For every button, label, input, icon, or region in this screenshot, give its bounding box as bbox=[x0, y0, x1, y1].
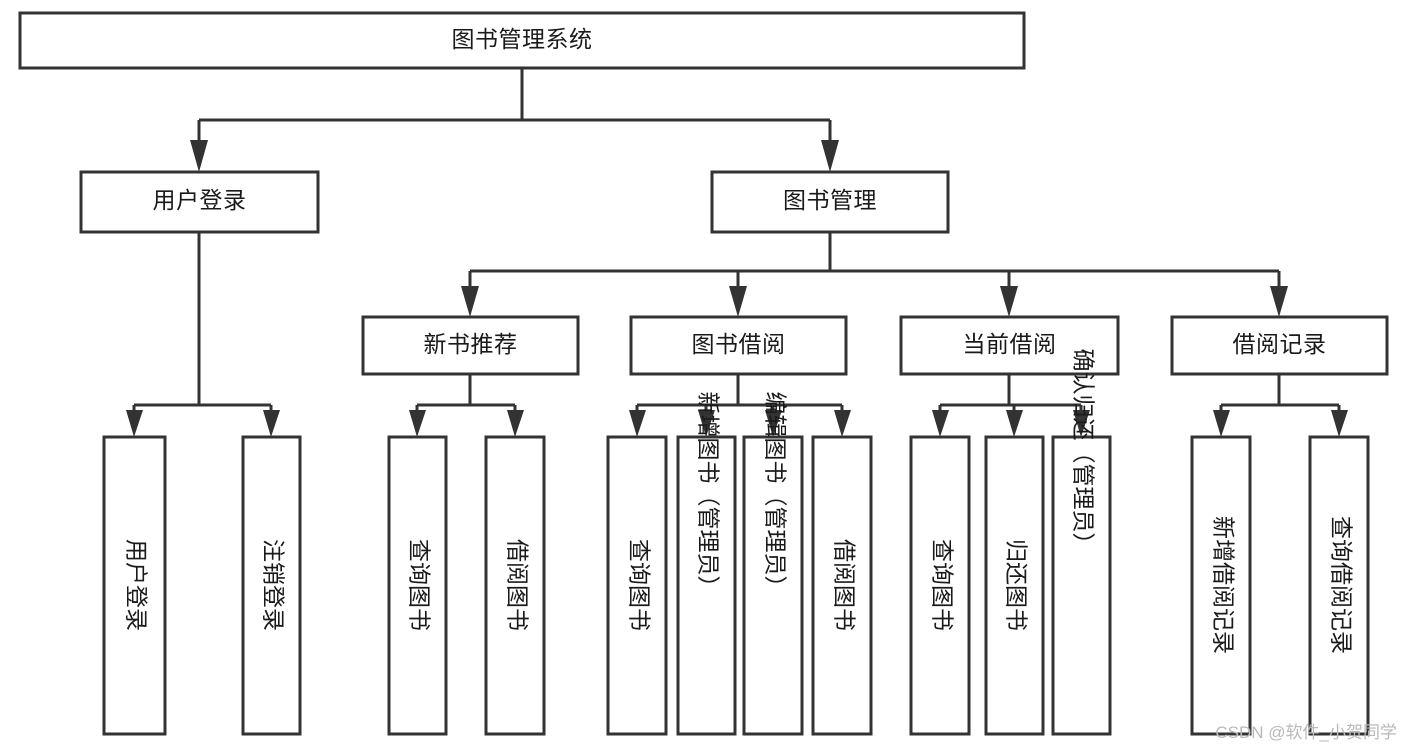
node-leaf-user-login-box[interactable] bbox=[102, 435, 167, 736]
node-new-book-recommend-box[interactable] bbox=[361, 315, 580, 376]
node-book-borrow-label: 图书借阅 bbox=[692, 331, 786, 357]
node-leaf-confirm-return-box[interactable] bbox=[1051, 435, 1112, 736]
node-leaf-borrow-book-2-label: 借阅图书 bbox=[831, 539, 857, 631]
node-leaf-edit-book[interactable]: 编辑图书（管理员） bbox=[742, 392, 804, 736]
node-leaf-query-book-1[interactable]: 查询图书 bbox=[387, 435, 448, 736]
arrowhead-user-login bbox=[190, 140, 208, 172]
arrowhead-leaf-user-login bbox=[126, 410, 143, 437]
node-borrow-record-label: 借阅记录 bbox=[1233, 331, 1327, 357]
arrowhead-leaf-query-book-2 bbox=[629, 410, 646, 437]
node-leaf-edit-book-box[interactable] bbox=[742, 435, 804, 736]
node-leaf-return-book-box[interactable] bbox=[984, 435, 1045, 736]
node-leaf-confirm-return[interactable]: 确认归还（管理员） bbox=[1051, 349, 1112, 736]
arrowhead-leaf-edit-book bbox=[765, 410, 782, 437]
node-leaf-edit-book-label: 编辑图书（管理员） bbox=[762, 392, 788, 599]
arrowhead-book-borrow bbox=[729, 286, 747, 317]
node-leaf-add-record[interactable]: 新增借阅记录 bbox=[1190, 435, 1252, 736]
node-leaf-add-book-label: 新增图书（管理员） bbox=[695, 392, 721, 599]
node-user-login-label: 用户登录 bbox=[153, 187, 247, 213]
node-leaf-add-book[interactable]: 新增图书（管理员） bbox=[676, 392, 737, 736]
arrowhead-leaf-query-book-1 bbox=[409, 410, 426, 437]
node-leaf-borrow-book-2-box[interactable] bbox=[811, 435, 873, 736]
node-leaf-user-logout-label: 注销登录 bbox=[260, 539, 286, 631]
node-leaf-user-logout-box[interactable] bbox=[241, 435, 302, 736]
node-leaf-borrow-book-1-label: 借阅图书 bbox=[504, 539, 530, 631]
arrowhead-leaf-borrow-book-2 bbox=[834, 410, 851, 437]
arrowhead-leaf-add-book bbox=[698, 410, 715, 437]
arrowhead-book-manage bbox=[821, 140, 839, 172]
node-leaf-return-book-label: 归还图书 bbox=[1003, 539, 1029, 631]
arrowhead-current-borrow bbox=[1000, 286, 1018, 317]
arrowhead-leaf-borrow-book-1 bbox=[507, 410, 524, 437]
node-book-manage[interactable]: 图书管理 bbox=[710, 170, 950, 234]
node-leaf-return-book[interactable]: 归还图书 bbox=[984, 435, 1045, 736]
leaf-nodes-layer: 用户登录 注销登录 查询图书 借阅图书 查询图书 新增图书（管理员） 编辑图书（… bbox=[102, 349, 1370, 736]
connector-layer bbox=[126, 68, 1348, 437]
node-leaf-borrow-book-1[interactable]: 借阅图书 bbox=[484, 435, 546, 736]
node-borrow-record[interactable]: 借阅记录 bbox=[1170, 315, 1389, 376]
node-leaf-confirm-return-label: 确认归还（管理员） bbox=[1070, 349, 1096, 556]
node-current-borrow-label: 当前借阅 bbox=[963, 331, 1057, 357]
node-root[interactable]: 图书管理系统 bbox=[18, 11, 1026, 70]
node-book-manage-label: 图书管理 bbox=[783, 187, 877, 213]
node-leaf-query-book-3-box[interactable] bbox=[909, 435, 971, 736]
node-leaf-user-login[interactable]: 用户登录 bbox=[102, 435, 167, 736]
node-leaf-query-record[interactable]: 查询借阅记录 bbox=[1308, 435, 1370, 736]
node-user-login-box[interactable] bbox=[79, 170, 320, 234]
arrowhead-leaf-user-logout bbox=[263, 410, 280, 437]
node-current-borrow[interactable]: 当前借阅 bbox=[899, 315, 1120, 376]
node-book-manage-box[interactable] bbox=[710, 170, 950, 234]
node-leaf-add-record-box[interactable] bbox=[1190, 435, 1252, 736]
node-leaf-query-record-box[interactable] bbox=[1308, 435, 1370, 736]
node-leaf-add-record-label: 新增借阅记录 bbox=[1210, 516, 1236, 654]
node-leaf-query-book-1-label: 查询图书 bbox=[406, 539, 432, 631]
node-root-box[interactable] bbox=[18, 11, 1026, 70]
node-leaf-query-record-label: 查询借阅记录 bbox=[1328, 516, 1354, 654]
node-leaf-query-book-2[interactable]: 查询图书 bbox=[606, 435, 668, 736]
arrowhead-leaf-add-record bbox=[1213, 410, 1230, 437]
node-new-book-recommend[interactable]: 新书推荐 bbox=[361, 315, 580, 376]
arrowhead-new-book-recommend bbox=[461, 286, 479, 317]
arrowhead-borrow-record bbox=[1270, 286, 1288, 317]
node-leaf-query-book-2-label: 查询图书 bbox=[626, 539, 652, 631]
node-leaf-query-book-1-box[interactable] bbox=[387, 435, 448, 736]
node-leaf-user-login-label: 用户登录 bbox=[123, 539, 149, 631]
node-root-label: 图书管理系统 bbox=[452, 26, 593, 52]
node-book-borrow-box[interactable] bbox=[629, 315, 848, 376]
node-new-book-recommend-label: 新书推荐 bbox=[424, 331, 518, 357]
node-current-borrow-box[interactable] bbox=[899, 315, 1120, 376]
node-user-login[interactable]: 用户登录 bbox=[79, 170, 320, 234]
node-book-borrow[interactable]: 图书借阅 bbox=[629, 315, 848, 376]
node-leaf-borrow-book-1-box[interactable] bbox=[484, 435, 546, 736]
node-leaf-query-book-2-box[interactable] bbox=[606, 435, 668, 736]
node-leaf-borrow-book-2[interactable]: 借阅图书 bbox=[811, 435, 873, 736]
node-leaf-add-book-box[interactable] bbox=[676, 435, 737, 736]
node-leaf-query-book-3[interactable]: 查询图书 bbox=[909, 435, 971, 736]
arrowhead-leaf-return-book bbox=[1006, 410, 1023, 437]
node-leaf-user-logout[interactable]: 注销登录 bbox=[241, 435, 302, 736]
arrowhead-leaf-query-book-3 bbox=[932, 410, 949, 437]
node-borrow-record-box[interactable] bbox=[1170, 315, 1389, 376]
arrowhead-leaf-confirm-return bbox=[1073, 410, 1090, 437]
node-leaf-query-book-3-label: 查询图书 bbox=[929, 539, 955, 631]
arrowhead-leaf-query-record bbox=[1331, 410, 1348, 437]
